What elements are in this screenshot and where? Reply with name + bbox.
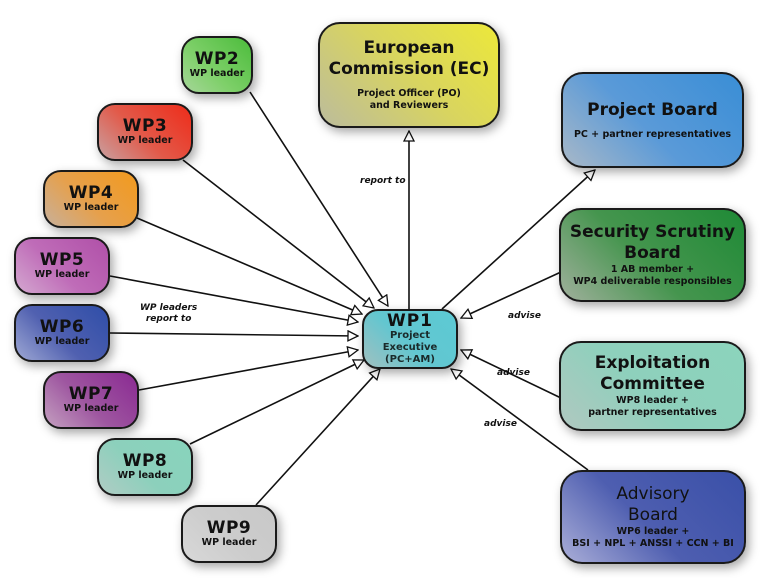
node-title-line: Security Scrutiny (569, 222, 736, 242)
edge-adv-wp1 (451, 369, 589, 471)
edge-label-wp-report: WP leaders report to (140, 303, 197, 325)
edge-label-line: WP leaders (140, 303, 198, 313)
node-subtitle-line: WP4 deliverable responsibles (573, 276, 732, 287)
node-subtitle: WP leader (201, 537, 257, 548)
node-title: WP4 (68, 183, 114, 203)
node-european-commission[interactable]: European Commission (EC) Project Officer… (318, 22, 500, 128)
node-subtitle-line: Project (389, 330, 431, 341)
node-wp3[interactable]: WP3 WP leader (97, 103, 193, 161)
node-wp5[interactable]: WP5 WP leader (14, 237, 110, 295)
edge-exp-wp1 (461, 350, 562, 399)
node-title: WP8 (122, 451, 168, 471)
node-wp1-project-executive[interactable]: WP1 Project Executive (PC+AM) (362, 309, 458, 369)
node-subtitle-line: WP6 leader + (616, 526, 690, 537)
node-title-line: European (363, 38, 455, 58)
edge-wp7-wp1 (138, 350, 358, 391)
node-subtitle: WP leader (189, 68, 245, 79)
edge-label-ec-report: report to (360, 176, 406, 186)
node-wp2[interactable]: WP2 WP leader (181, 36, 253, 94)
node-title: WP5 (39, 250, 85, 270)
node-title-line: Commission (EC) (328, 59, 490, 79)
node-subtitle: WP leader (34, 269, 90, 280)
edge-label-advise-exp: advise (497, 368, 530, 378)
node-project-board[interactable]: Project Board PC + partner representativ… (561, 72, 744, 168)
node-security-scrutiny-board[interactable]: Security Scrutiny Board 1 AB member + WP… (559, 208, 746, 302)
edge-label-line: report to (145, 314, 192, 324)
node-title-line: Committee (600, 374, 705, 394)
node-title-line: Board (628, 505, 678, 525)
edge-wp2-wp1 (249, 91, 388, 306)
node-subtitle-line: partner representatives (588, 407, 717, 418)
node-title-line: Advisory (616, 484, 690, 504)
edge-wp4-wp1 (136, 217, 362, 314)
node-subtitle: WP leader (117, 135, 173, 146)
node-subtitle-line: Project Officer (PO) (357, 88, 461, 99)
node-wp7[interactable]: WP7 WP leader (43, 371, 139, 429)
node-wp6[interactable]: WP6 WP leader (14, 304, 110, 362)
node-title: WP6 (39, 317, 85, 337)
edge-wp3-wp1 (182, 159, 374, 308)
node-exploitation-committee[interactable]: Exploitation Committee WP8 leader + part… (559, 341, 746, 431)
node-subtitle-line: WP8 leader + (616, 395, 689, 406)
node-subtitle-line: PC + partner representatives (573, 128, 732, 140)
node-title-line: Exploitation (594, 353, 711, 373)
edge-ssb-wp1 (461, 271, 562, 318)
node-advisory-board[interactable]: Advisory Board WP6 leader + BSI + NPL + … (560, 470, 746, 564)
node-title: WP1 (386, 311, 434, 331)
node-title: WP9 (206, 518, 252, 538)
edge-wp6-wp1 (109, 333, 358, 336)
node-title: WP3 (122, 116, 168, 136)
edge-label-advise-adv: advise (484, 419, 517, 429)
node-title: WP2 (194, 49, 240, 69)
node-subtitle-line: (PC+AM) (385, 354, 435, 365)
node-wp9[interactable]: WP9 WP leader (181, 505, 277, 563)
edge-wp5-wp1 (109, 275, 358, 322)
node-subtitle-line: 1 AB member + (610, 264, 695, 275)
node-title: WP7 (68, 384, 114, 404)
edge-wp8-wp1 (189, 360, 364, 445)
edge-wp1-pb (441, 170, 595, 310)
node-subtitle: WP leader (117, 470, 173, 481)
edge-wp9-wp1 (255, 369, 380, 506)
node-subtitle: WP leader (63, 403, 119, 414)
node-subtitle-line: BSI + NPL + ANSSI + CCN + BI (572, 538, 734, 549)
node-wp4[interactable]: WP4 WP leader (43, 170, 139, 228)
node-wp8[interactable]: WP8 WP leader (97, 438, 193, 496)
node-subtitle-line: and Reviewers (369, 100, 449, 111)
node-title-line: Project Board (587, 99, 718, 120)
node-subtitle-line: Executive (382, 342, 438, 353)
edge-label-advise-ssb: advise (508, 311, 541, 321)
node-subtitle: WP leader (63, 202, 119, 213)
node-subtitle: WP leader (34, 336, 90, 347)
node-title-line: Board (624, 243, 681, 263)
